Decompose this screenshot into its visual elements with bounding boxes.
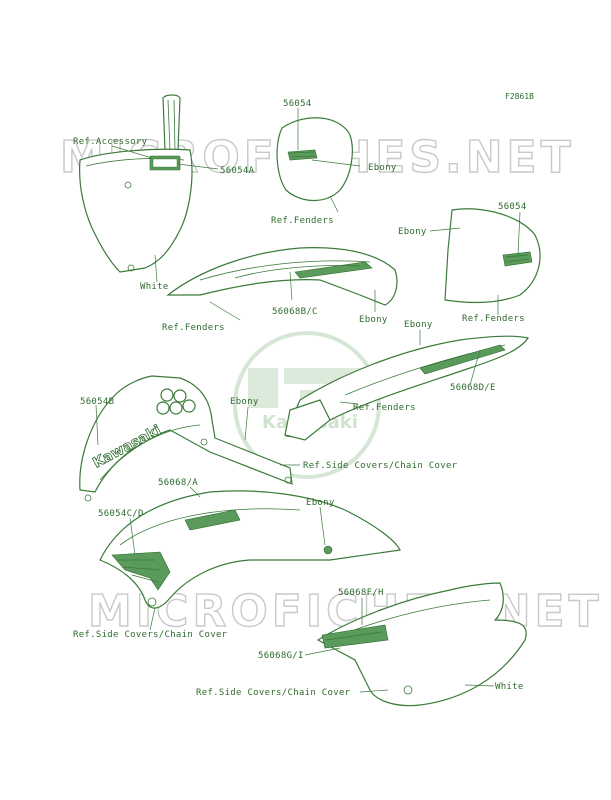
label-ref-fenders-2: Ref.Fenders xyxy=(462,314,525,324)
figure-code: F2861B xyxy=(505,92,534,101)
label-56054-right: 56054 xyxy=(498,202,527,212)
label-ebony-3: Ebony xyxy=(359,315,388,325)
leader-lines xyxy=(95,108,521,693)
label-ref-fenders-4: Ref.Fenders xyxy=(353,403,416,413)
label-56068A: 56068/A xyxy=(158,478,198,488)
label-ebony-5: Ebony xyxy=(230,397,259,407)
label-white-1: White xyxy=(140,282,169,292)
part-labels: Ref.Accessory 56054A White 56054 Ebony R… xyxy=(73,99,527,698)
front-number-plate xyxy=(79,94,193,273)
front-fender-center xyxy=(276,117,353,202)
label-56068BC: 56068B/C xyxy=(272,307,318,317)
label-56068GI: 56068G/I xyxy=(258,651,304,661)
label-ebony-6: Ebony xyxy=(306,498,335,508)
right-side-cover xyxy=(316,582,527,707)
label-56054CD: 56054C/D xyxy=(98,509,144,519)
label-white-2: White xyxy=(495,682,524,692)
label-ref-accessory: Ref.Accessory xyxy=(73,137,148,147)
label-ref-fenders-3: Ref.Fenders xyxy=(162,323,225,333)
label-56068DE: 56068D/E xyxy=(450,383,496,393)
label-ref-fenders-1: Ref.Fenders xyxy=(271,216,334,226)
label-56054B: 56054B xyxy=(80,397,114,407)
left-radiator-shroud: Kawasaki xyxy=(79,375,293,502)
label-ebony-1: Ebony xyxy=(368,163,397,173)
label-ebony-4: Ebony xyxy=(404,320,433,330)
shroud-circles xyxy=(156,388,196,415)
rear-fender-side xyxy=(284,335,529,441)
rear-fender-right xyxy=(444,208,541,304)
label-ref-side-covers-1: Ref.Side Covers/Chain Cover xyxy=(303,461,458,471)
label-ref-side-covers-2: Ref.Side Covers/Chain Cover xyxy=(73,630,228,640)
left-side-cover xyxy=(99,490,401,609)
label-ebony-2: Ebony xyxy=(398,227,427,237)
label-56068FH: 56068F/H xyxy=(338,588,384,598)
label-ref-side-covers-3: Ref.Side Covers/Chain Cover xyxy=(196,688,351,698)
label-56054-top: 56054 xyxy=(283,99,312,109)
front-fender-side xyxy=(166,247,398,306)
label-56054A: 56054A xyxy=(220,166,255,176)
